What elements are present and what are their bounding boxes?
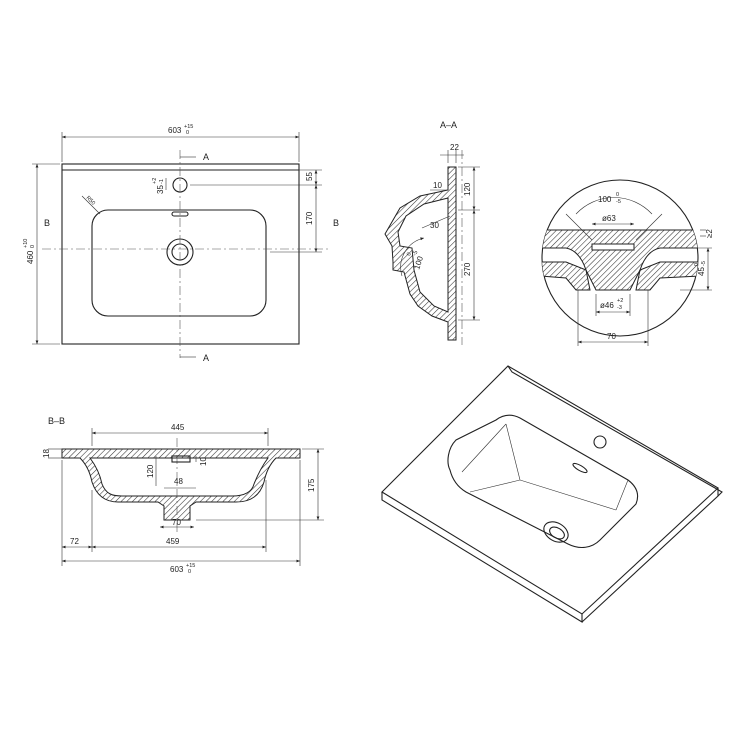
iso-drain-outer [543,521,569,543]
svg-text:+10: +10 [23,239,29,248]
bowl-depth: 270 [463,262,472,276]
tap-hole-offset: 55 [305,172,314,181]
bb-inner-width: 445 [171,423,185,432]
iso-side-edge [581,488,719,623]
bb-overflow-slot: 10 [199,457,208,466]
bb-thickness: 18 [42,449,51,458]
section-aa-profile [384,166,457,341]
section-b-label-left: B [44,218,50,228]
bowl-offset: 170 [305,211,314,225]
detail-width: 70 [607,332,616,341]
svg-text:-5: -5 [412,250,419,257]
bb-side-offset: 72 [70,537,79,546]
svg-text:+2: +2 [617,298,623,304]
bowl-outline [91,209,267,317]
detail-circle [541,179,699,337]
svg-text:0: 0 [30,245,36,248]
iso-bowl-inner [461,423,521,493]
section-a-a: A–A 22 120 270 10 30 100 0 -5 [384,120,480,345]
depth-dimension: 460 [26,250,35,264]
drain-bottom-diameter: ø46 [600,301,614,310]
overflow-height: 30 [430,221,439,230]
overflow-offset: 10 [433,181,442,190]
bb-total-width: 603 [170,565,184,574]
section-bb-profile [61,448,301,521]
section-a-label-bottom: A [203,353,209,363]
svg-text:-1: -1 [159,179,165,184]
drain-top-diameter: ø63 [602,214,616,223]
svg-text:0: 0 [616,192,619,198]
isometric-view [381,365,723,623]
iso-drain-inner [549,526,565,540]
iso-bowl-rim [447,414,639,549]
section-b-b: B–B 18 445 120 10 48 70 175 72 [42,416,324,575]
rim-height: 120 [463,182,472,196]
section-aa-angle: 100 [412,255,425,271]
width-dimension: 603 [168,126,182,135]
detail-angle: 100 [598,195,612,204]
svg-text:-5: -5 [616,199,621,205]
svg-text:0: 0 [186,130,189,136]
bb-overflow-width: 48 [174,477,183,486]
iso-tap-hole [593,435,607,449]
corner-radius: R50 [85,195,96,206]
top-view: A A B B 603 +15 0 460 +10 0 55 170 35 +2… [23,124,339,363]
iso-top-surface [381,365,719,615]
drain-depth: 45 [697,267,706,276]
bb-height: 175 [307,478,316,492]
bb-drain-width: 70 [172,518,181,527]
bb-overflow-height: 120 [146,464,155,478]
svg-text:-5: -5 [701,261,707,266]
section-b-label-right: B [333,218,339,228]
detail-view: 100 0 -5 ø63 ≥2 45 0 -5 ø46 +2 -3 70 [541,179,714,346]
svg-text:0: 0 [694,263,700,266]
section-aa-title: A–A [440,120,457,130]
detail-gap: ≥2 [705,229,714,238]
svg-text:0: 0 [188,569,191,575]
svg-text:0: 0 [406,252,413,257]
iso-backsplash [507,365,723,497]
tap-hole-diameter: 35 [156,185,165,194]
svg-text:+15: +15 [186,563,195,569]
section-a-label-top: A [203,152,209,162]
svg-text:+2: +2 [152,178,158,184]
iso-front-edge [381,492,583,623]
rim-thickness: 22 [450,143,459,152]
svg-text:+15: +15 [184,124,193,130]
iso-overflow-slot [572,462,588,474]
svg-text:-3: -3 [617,305,622,311]
basin-outline [61,163,300,345]
bb-bowl-width: 459 [166,537,180,546]
section-bb-title: B–B [48,416,65,426]
overflow-slot [171,211,189,217]
overflow-opening [171,455,191,463]
